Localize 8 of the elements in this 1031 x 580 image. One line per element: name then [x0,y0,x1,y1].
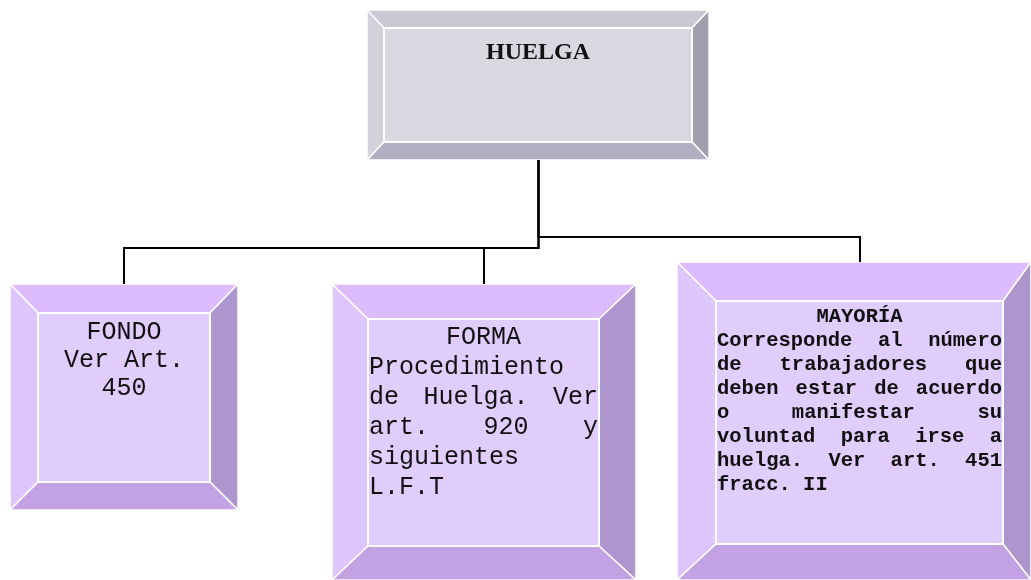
box-title: FORMA [445,323,522,353]
connector-line [537,159,861,263]
box-title: FONDO [85,319,163,347]
box-text: Procedimiento de Huelga. Ver art. 920 y siguientes L.F.T [369,353,598,503]
box-text: Corresponde al número de trabajadores que deben estar de acuerdo o manifestar su voluntad para irse a huelga. Ver art. 451 fracc. II [717,329,1002,497]
box-title: MAYORÍA [815,305,904,329]
box-text: Ver Art. 450 [63,347,185,403]
box-title: HUELGA [485,37,591,66]
